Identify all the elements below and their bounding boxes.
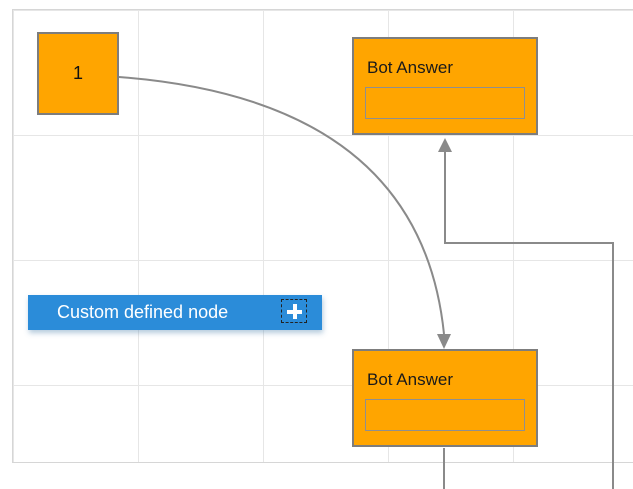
node-title: Bot Answer [367, 370, 453, 389]
node-start-label: 1 [72, 63, 83, 83]
node-bot-answer-top[interactable]: Bot Answer [352, 37, 538, 135]
node-start[interactable]: 1 [37, 32, 119, 115]
node-custom-defined[interactable]: Custom defined node [28, 295, 322, 330]
arrowhead-up-icon [438, 138, 452, 152]
custom-node-label: Custom defined node [57, 302, 229, 322]
answer-input-box[interactable] [365, 399, 525, 431]
answer-input-box[interactable] [365, 87, 525, 119]
add-button[interactable] [281, 299, 307, 323]
link-start-to-bot-answer-bottom[interactable] [118, 76, 451, 349]
arrowhead-down-icon [437, 334, 451, 349]
node-bot-answer-bottom[interactable]: Bot Answer [352, 349, 538, 447]
plus-icon [286, 303, 302, 319]
link-bot-answer-bottom-to-top[interactable] [438, 138, 614, 489]
node-title: Bot Answer [367, 58, 453, 77]
